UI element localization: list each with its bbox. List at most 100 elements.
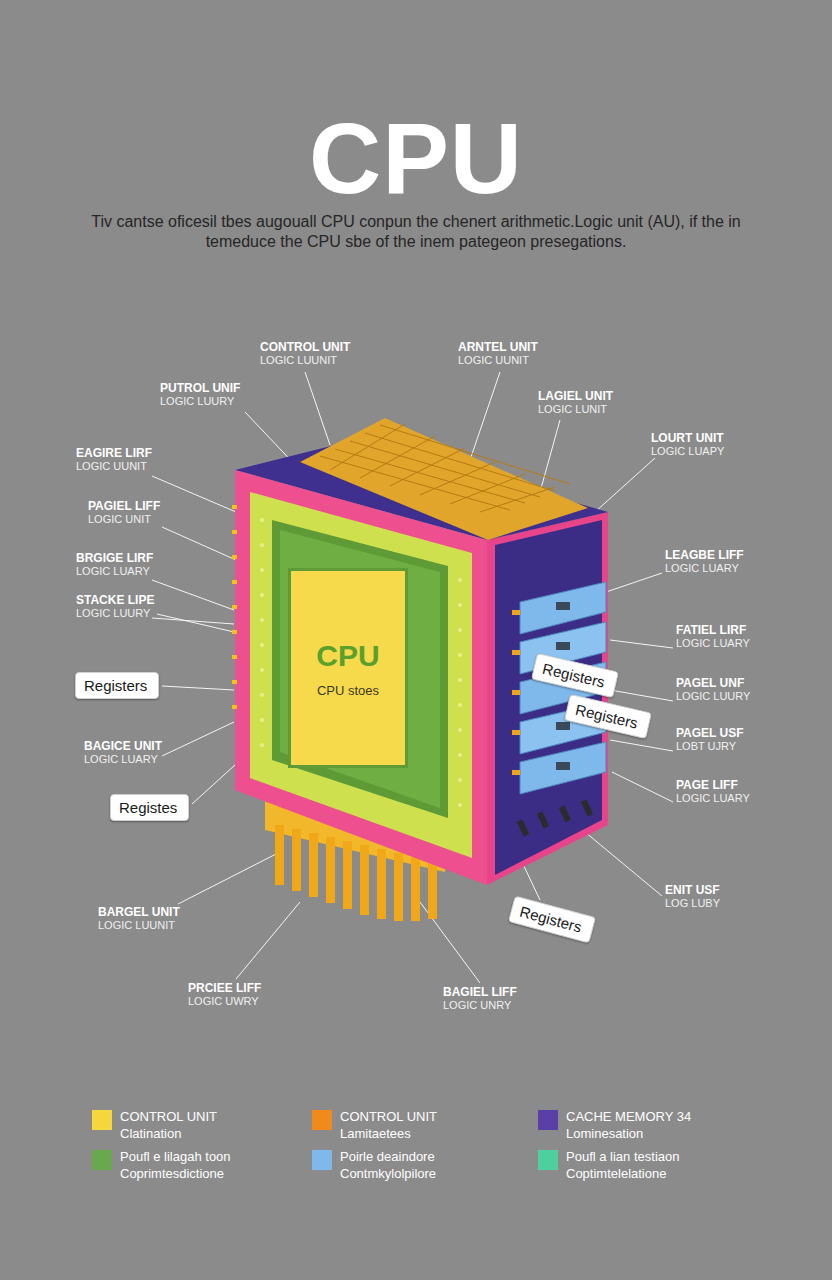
callout-sublabel: LOGIC UUNIT <box>76 460 147 473</box>
illustration-rect <box>232 605 237 609</box>
register-box: Registes <box>110 794 189 821</box>
callout-label: ARNTEL UNIT <box>458 341 538 354</box>
illustration-rect <box>581 799 593 816</box>
illustration-circle <box>458 778 462 782</box>
cpu-block <box>232 418 608 885</box>
callout-sublabel: LOGIC UUNIT <box>458 354 529 367</box>
legend-text: Poufl e lilagah toon Coprimtesdictione <box>120 1148 270 1182</box>
illustration-rect <box>232 630 237 634</box>
callout-sublabel: LOGIC LUARY <box>676 637 750 650</box>
illustration-circle <box>260 593 264 597</box>
callout-sublabel: LOGIC UWRY <box>188 995 259 1008</box>
illustration-rect <box>275 825 284 885</box>
callout-label: PAGE LIFF <box>676 779 738 792</box>
illustration-rect <box>232 505 237 509</box>
chip-label: CPU <box>316 639 379 673</box>
callout-label: BAGICE UNIT <box>84 740 162 753</box>
illustration-g <box>260 518 462 807</box>
illustration-line <box>612 772 673 802</box>
illustration-line <box>152 580 234 610</box>
callout-sublabel: LOGIC LUUNIT <box>98 919 175 932</box>
leader-lines <box>152 372 673 983</box>
callout-label: CONTROL UNIT <box>260 341 350 354</box>
illustration-rect <box>232 530 237 534</box>
illustration-rect <box>377 849 386 919</box>
callout-sublabel: LOGIC UNRY <box>443 999 511 1012</box>
illustration-rect <box>428 861 437 919</box>
illustration-line <box>380 425 570 484</box>
illustration-circle <box>458 678 462 682</box>
illustration-rect <box>411 857 420 921</box>
illustration-rect <box>556 722 570 730</box>
illustration-line <box>522 862 540 900</box>
callout-sublabel: LOGIC LUARY <box>84 753 158 766</box>
legend-text: Poufl a lian testiaon Coptimtelelatione <box>566 1148 716 1182</box>
legend-swatch <box>538 1110 558 1130</box>
illustration-line <box>236 902 300 979</box>
illustration-polygon <box>280 530 440 808</box>
callout-label: FATIEL LIRF <box>676 624 746 637</box>
illustration-rect <box>559 805 571 822</box>
callout-label: PRCIEE LIFF <box>188 982 261 995</box>
callout-label: LAGIEL UNIT <box>538 390 613 403</box>
illustration-rect <box>556 642 570 650</box>
illustration-rect <box>309 833 318 897</box>
callout-sublabel: LOGIC UNIT <box>88 513 151 526</box>
callout-label: STACKE LIPE <box>76 594 154 607</box>
illustration-line <box>360 436 435 478</box>
illustration-rect <box>512 770 520 775</box>
illustration-circle <box>260 643 264 647</box>
illustration-circle <box>260 718 264 722</box>
illustration-circle <box>260 543 264 547</box>
callout-label: PAGEL UNF <box>676 677 744 690</box>
illustration-g <box>517 799 593 836</box>
illustration-line <box>305 372 330 445</box>
legend-swatch <box>312 1110 332 1130</box>
callout-label: PAGIEL LIFF <box>88 500 160 513</box>
illustration-line <box>585 832 662 896</box>
illustration-g <box>232 505 237 709</box>
illustration-rect <box>232 655 237 659</box>
illustration-line <box>178 852 280 904</box>
chip-sublabel: CPU stoes <box>313 683 383 698</box>
illustration-line <box>350 441 540 497</box>
legend-text: CACHE MEMORY 34 Lominesation <box>566 1108 716 1142</box>
callout-sublabel: LOGIC LUURY <box>676 690 750 703</box>
callout-label: BARGEL UNIT <box>98 906 180 919</box>
callout-sublabel: LOGIC LUARY <box>76 565 150 578</box>
illustration-circle <box>458 578 462 582</box>
register-box: Registers <box>75 672 159 699</box>
diagram-title: CPU <box>0 108 832 208</box>
illustration-line <box>540 420 560 492</box>
illustration-circle <box>458 803 462 807</box>
callout-label: PUTROL UNIF <box>160 382 240 395</box>
illustration-polygon <box>520 742 606 794</box>
callout-sublabel: LOGIC LUURY <box>76 607 150 620</box>
illustration-line <box>152 618 234 624</box>
illustration-line <box>162 686 234 690</box>
illustration-rect <box>512 610 520 615</box>
illustration-line <box>162 722 234 756</box>
legend-text: Poirle deaindore Contmkylolpilore <box>340 1148 490 1182</box>
illustration-circle <box>260 668 264 672</box>
illustration-rect <box>360 845 369 915</box>
illustration-circle <box>260 693 264 697</box>
illustration-line <box>450 474 525 504</box>
callout-sublabel: LOGIC LUUNIT <box>260 354 337 367</box>
register-box: Registers <box>508 896 596 944</box>
illustration-polygon <box>250 492 472 858</box>
illustration-rect <box>556 762 570 770</box>
diagram-caption: Tiv cantse oficesil tbes augouall CPU co… <box>66 212 766 252</box>
illustration-polygon <box>235 470 487 885</box>
illustration-line <box>365 433 555 491</box>
illustration-line <box>610 690 673 701</box>
illustration-rect <box>512 690 520 695</box>
callout-sublabel: LOGIC LUAPY <box>651 445 724 458</box>
illustration-rect <box>232 580 237 584</box>
illustration-circle <box>260 618 264 622</box>
callout-label: LEAGBE LIFF <box>665 549 744 562</box>
callout-label: PAGEL USF <box>676 727 744 740</box>
illustration-rect <box>512 650 520 655</box>
illustration-line <box>162 527 236 560</box>
